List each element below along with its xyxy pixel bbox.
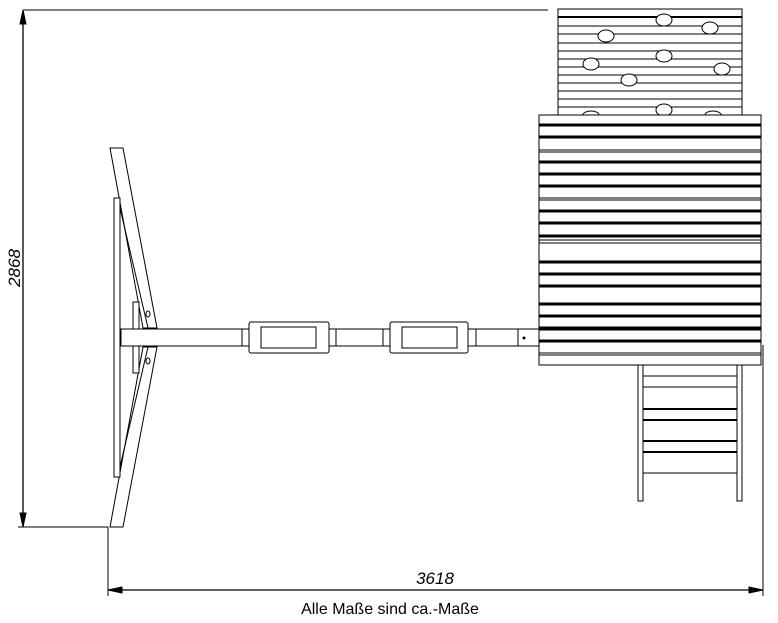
climbing-wall (557, 8, 743, 120)
height-label: 2868 (5, 249, 24, 288)
swing-seat-2 (382, 321, 477, 354)
width-dimension: 3618 (107, 345, 764, 596)
height-dimension: 2868 (5, 9, 548, 528)
ladder (637, 364, 743, 502)
a-frame (109, 147, 158, 528)
platform (538, 114, 762, 366)
caption: Alle Maße sind ca.-Maße (301, 601, 479, 618)
swing-seat-1 (241, 321, 337, 354)
width-label: 3618 (416, 569, 454, 588)
